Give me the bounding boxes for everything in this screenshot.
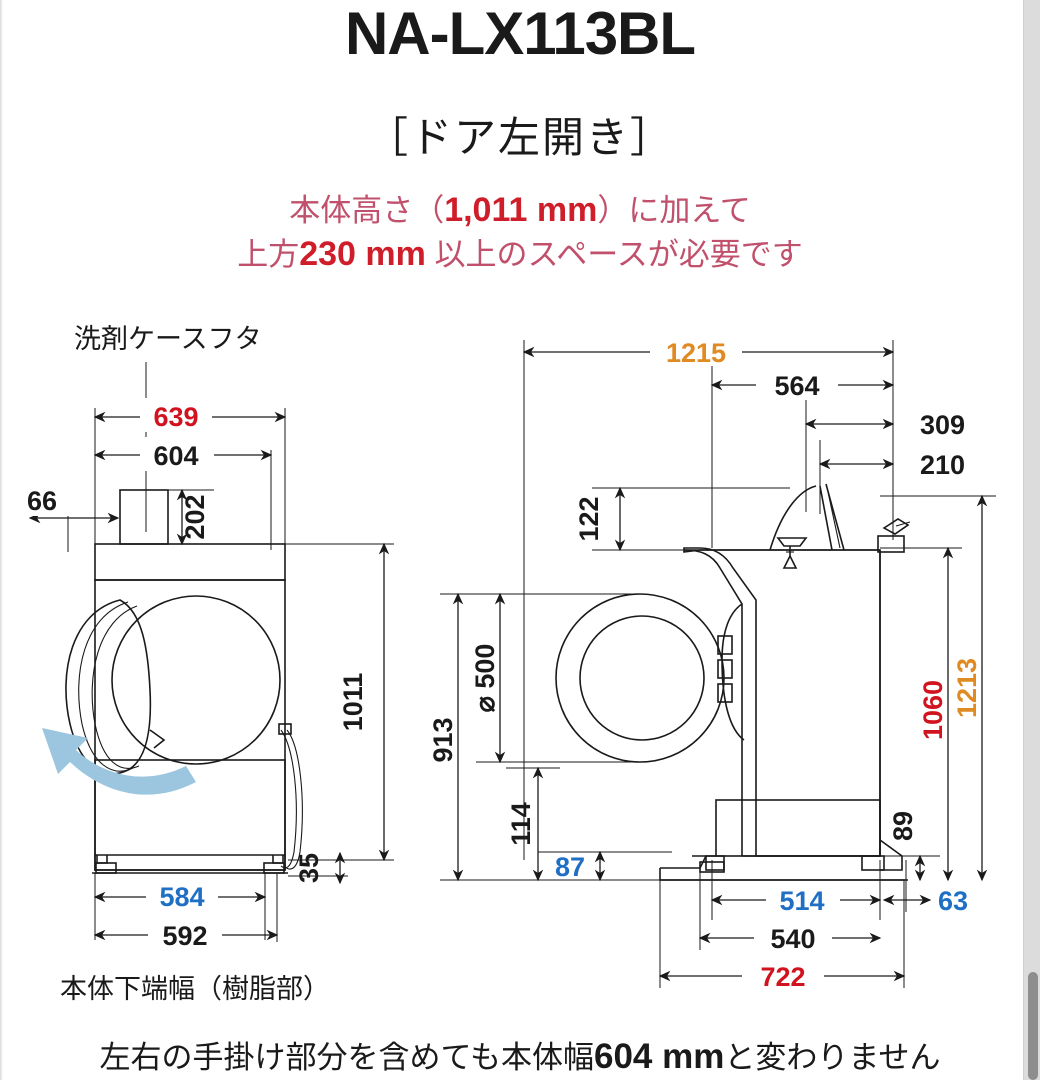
front-view-group: 639 604 66 202 1011	[16, 362, 394, 951]
dim-309: 309	[920, 410, 965, 440]
door-swing-arrow	[42, 728, 196, 795]
note1-post: ）に加えて	[597, 193, 751, 228]
label-bottom-width: 本体下端幅（樹脂部）	[60, 974, 330, 1004]
dim-584: 584	[159, 882, 204, 912]
dim-diameter-500: ⌀ 500	[470, 644, 500, 713]
dim-122: 122	[574, 496, 604, 541]
dim-592: 592	[162, 921, 207, 951]
dim-1213: 1213	[952, 658, 982, 718]
dim-114: 114	[506, 802, 536, 846]
label-detergent-lid: 洗剤ケースフタ	[74, 324, 262, 354]
dim-564: 564	[774, 371, 819, 401]
dim-89: 89	[888, 811, 918, 841]
dim-1215: 1215	[666, 338, 726, 368]
space-note-line-1: 本体高さ（1,011 mm）に加えて	[0, 190, 1040, 231]
dim-1060: 1060	[918, 680, 948, 740]
dim-202: 202	[180, 494, 210, 539]
bottom-caption: 左右の手掛け部分を含めても本体幅604 mmと変わりません	[0, 1032, 1040, 1077]
dim-913: 913	[428, 717, 458, 762]
note2-value: 230 mm	[299, 235, 426, 273]
vertical-scrollbar-thumb[interactable]	[1028, 972, 1038, 1080]
dim-210: 210	[920, 450, 965, 480]
caption-pre: 左右の手掛け部分を含めても本体幅	[99, 1040, 594, 1075]
left-edge-shadow	[0, 0, 3, 1080]
dim-87: 87	[555, 852, 585, 882]
dim-1011: 1011	[338, 673, 368, 732]
dim-722: 722	[760, 962, 805, 992]
note1-pre: 本体高さ（	[289, 193, 445, 228]
dim-540: 540	[770, 924, 815, 954]
dim-66: 66	[27, 486, 57, 516]
page-title: NA-LX113BL	[344, 0, 696, 67]
dim-63: 63	[938, 886, 968, 916]
space-note-line-2: 上方230 mm 以上のスペースが必要です	[0, 234, 1040, 275]
dimension-drawing: .ln { stroke:#1a1a1a; fill:none; stroke-…	[0, 300, 1040, 1020]
note2-pre: 上方	[237, 237, 300, 272]
caption-post: と変わりません	[724, 1040, 941, 1075]
dim-639: 639	[153, 402, 198, 432]
dim-35: 35	[294, 853, 324, 883]
vertical-scrollbar-track[interactable]	[1023, 0, 1040, 1080]
side-view-group: 1215 564 309 210 122 ⌀ 500	[428, 332, 996, 992]
note2-post: 以上のスペースが必要です	[425, 237, 803, 272]
note1-value: 1,011 mm	[444, 191, 598, 229]
dim-514: 514	[779, 886, 824, 916]
dim-604: 604	[153, 441, 198, 471]
door-type-label: ［ドア左開き］	[365, 114, 674, 161]
caption-value: 604 mm	[594, 1037, 725, 1076]
